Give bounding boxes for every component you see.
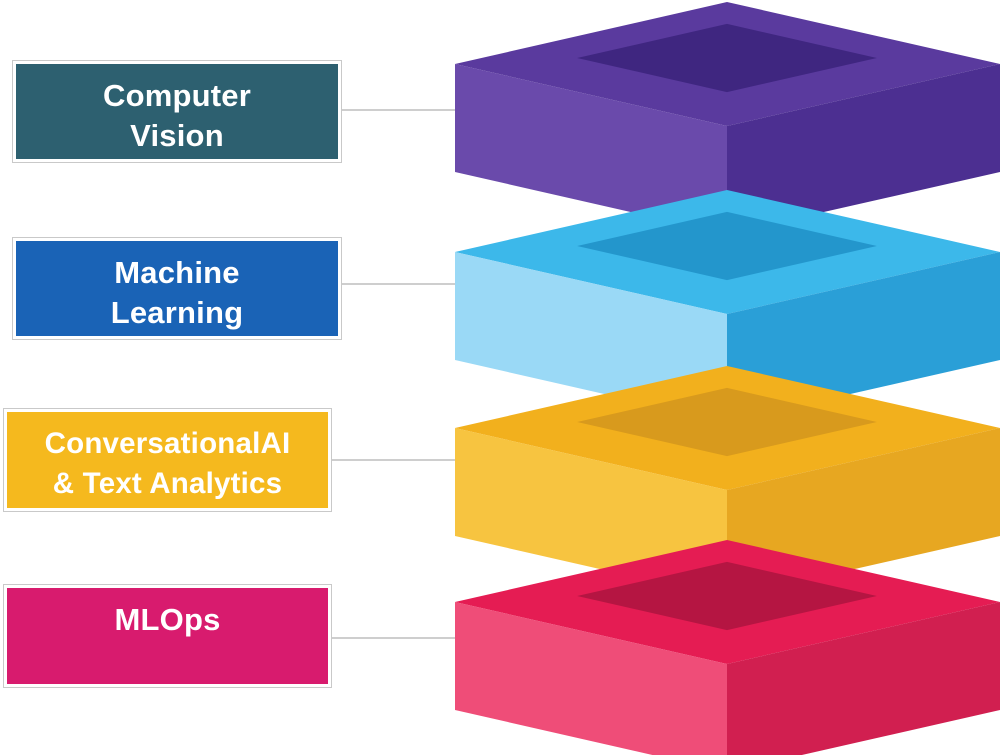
slab-right-face — [727, 252, 1000, 422]
label-mlops: MLOps — [3, 584, 332, 688]
label-conversational-ai-line-2: & Text Analytics — [52, 467, 283, 500]
label-computer-vision-fill: Computer Vision — [16, 64, 338, 159]
label-mlops-line-1: MLOps — [114, 602, 221, 637]
layer-stack — [455, 2, 1000, 755]
slab-left-face — [455, 602, 727, 755]
slab-inner-well — [577, 23, 877, 93]
slab-inner-well — [577, 561, 877, 631]
label-computer-vision-line-1: Computer — [103, 78, 251, 113]
connector-lines — [332, 109, 480, 639]
label-computer-vision: Computer Vision — [12, 60, 342, 163]
label-machine-learning-line-1: Machine — [114, 255, 240, 290]
slab-computer-vision — [455, 2, 1000, 234]
label-machine-learning: Machine Learning — [12, 237, 342, 340]
label-machine-learning-line-2: Learning — [110, 295, 244, 330]
slab-inner-well — [577, 211, 877, 281]
label-conversational-ai: ConversationalAI & Text Analytics — [3, 408, 332, 512]
label-machine-learning-fill: Machine Learning — [16, 241, 338, 336]
label-conversational-ai-line-1: ConversationalAI — [44, 427, 291, 460]
slab-mlops — [455, 540, 1000, 755]
slab-left-face — [455, 64, 727, 234]
slab-right-face — [727, 64, 1000, 234]
label-mlops-fill: MLOps — [7, 588, 328, 684]
slab-inner-well — [577, 387, 877, 457]
label-conversational-ai-fill: ConversationalAI & Text Analytics — [7, 412, 328, 508]
label-computer-vision-line-2: Vision — [130, 118, 224, 153]
slab-right-face — [727, 602, 1000, 755]
slab-machine-learning — [455, 190, 1000, 422]
slab-left-face — [455, 252, 727, 422]
